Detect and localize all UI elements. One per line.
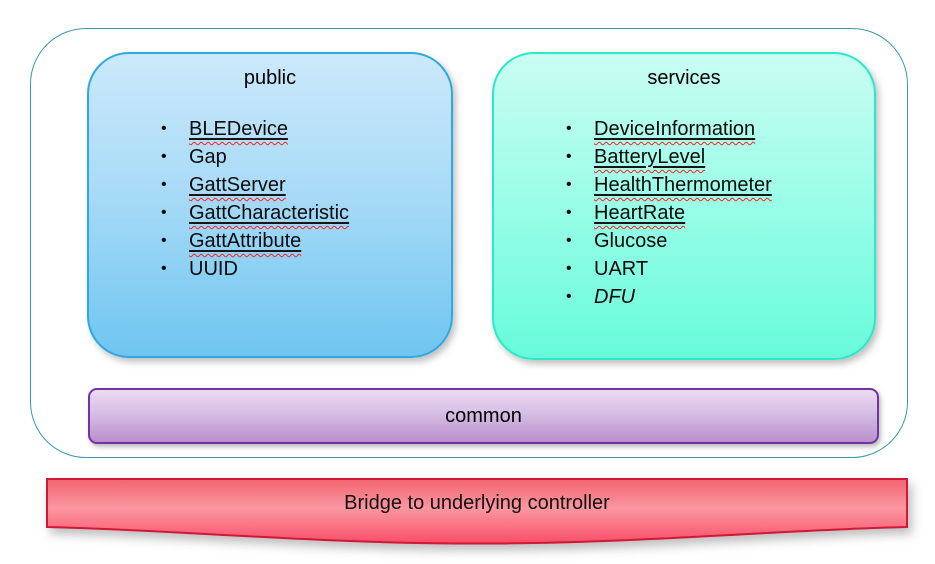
services-box: services • DeviceInformation • BatteryLe… xyxy=(492,52,876,360)
list-item-label: DeviceInformation xyxy=(594,118,756,140)
bullet-icon: • xyxy=(566,288,572,305)
list-item: • DeviceInformation xyxy=(564,115,874,143)
list-item: • UART xyxy=(564,255,874,283)
bullet-icon: • xyxy=(566,148,572,165)
public-box: public • BLEDevice • Gap • GattServer • … xyxy=(87,52,453,358)
bullet-icon: • xyxy=(161,176,167,193)
list-item: • GattAttribute xyxy=(159,227,451,255)
bullet-icon: • xyxy=(161,204,167,221)
list-item-label: GattServer xyxy=(189,174,286,196)
list-item-label: GattAttribute xyxy=(189,230,302,252)
public-box-title: public xyxy=(243,67,297,89)
list-item-label: DFU xyxy=(594,286,636,308)
list-item: • HealthThermometer xyxy=(564,171,874,199)
bridge-ribbon-graphic xyxy=(46,478,908,545)
list-item: • BLEDevice xyxy=(159,115,451,143)
list-item: • Gap xyxy=(159,143,451,171)
bridge-shape: Bridge to underlying controller xyxy=(46,478,908,562)
list-item-label: BLEDevice xyxy=(189,118,288,140)
common-bar-label: common xyxy=(445,404,522,427)
bullet-icon: • xyxy=(161,260,167,277)
list-item-label: UART xyxy=(594,258,649,280)
list-item: • HeartRate xyxy=(564,199,874,227)
list-item-label: BatteryLevel xyxy=(594,146,706,168)
bullet-icon: • xyxy=(161,232,167,249)
list-item-label: GattCharacteristic xyxy=(189,202,350,224)
list-item: • Glucose xyxy=(564,227,874,255)
list-item-label: HeartRate xyxy=(594,202,686,224)
bullet-icon: • xyxy=(566,176,572,193)
list-item: • BatteryLevel xyxy=(564,143,874,171)
list-item-label: UUID xyxy=(189,258,238,280)
services-item-list: • DeviceInformation • BatteryLevel • Hea… xyxy=(494,115,874,311)
list-item-label: Glucose xyxy=(594,230,668,252)
list-item: • UUID xyxy=(159,255,451,283)
list-item-label: HealthThermometer xyxy=(594,174,772,196)
bullet-icon: • xyxy=(566,204,572,221)
bullet-icon: • xyxy=(161,148,167,165)
bullet-icon: • xyxy=(566,260,572,277)
common-bar: common xyxy=(88,388,879,444)
list-item: • GattCharacteristic xyxy=(159,199,451,227)
public-item-list: • BLEDevice • Gap • GattServer • GattCha… xyxy=(89,115,451,283)
bullet-icon: • xyxy=(566,232,572,249)
services-box-title: services xyxy=(647,67,721,89)
bullet-icon: • xyxy=(566,120,572,137)
bridge-label: Bridge to underlying controller xyxy=(344,491,610,514)
list-item: • GattServer xyxy=(159,171,451,199)
list-item-label: Gap xyxy=(189,146,227,168)
bullet-icon: • xyxy=(161,120,167,137)
list-item: • DFU xyxy=(564,283,874,311)
